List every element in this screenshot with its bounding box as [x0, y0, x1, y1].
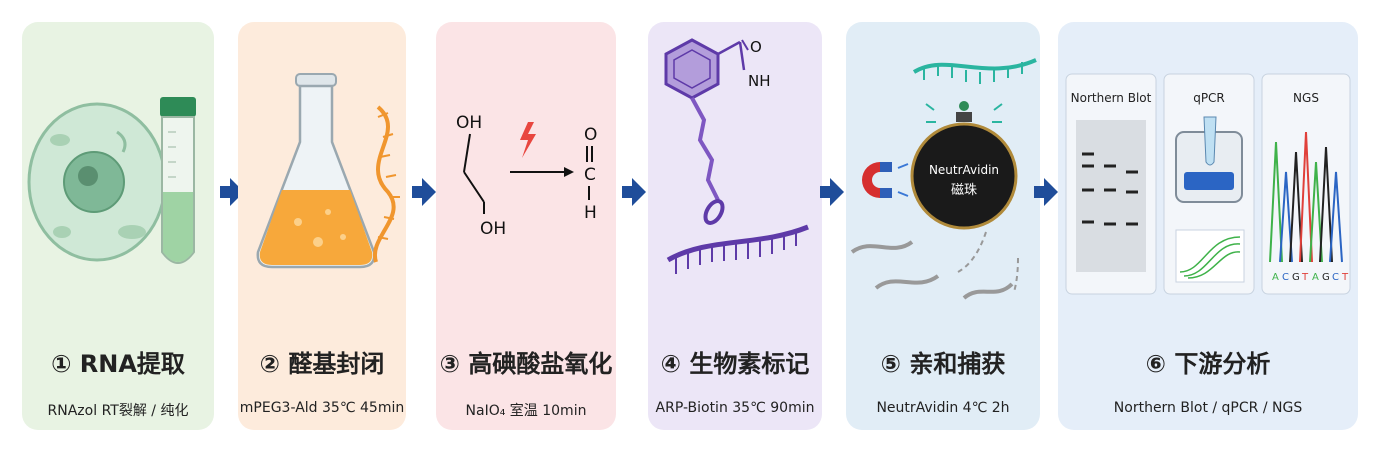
step-title: ② 醛基封闭 [259, 350, 385, 378]
c-label: C [584, 165, 596, 185]
flask-illustration [256, 73, 400, 269]
affinity-capture-illustration: NeutrAvidin 磁珠 [850, 58, 1037, 300]
h-label: H [584, 203, 597, 223]
sequence-base: C [1282, 272, 1289, 283]
oxidation-scheme: OH OH O C H [456, 113, 597, 239]
northern-blot-label: Northern Blot [1071, 91, 1152, 105]
amide-o-label: O [750, 38, 762, 56]
step-panel-2: ② 醛基封闭 mPEG3-Ald 35℃ 45min [238, 22, 406, 430]
magnet-icon [862, 162, 892, 198]
step-panel-3: OH OH O C H ③ 高碘酸盐氧化 NaIO₄ 室温 10min [436, 22, 616, 430]
ngs-label: NGS [1293, 91, 1319, 105]
sequence-base: C [1332, 272, 1339, 283]
sequence-base: T [1341, 272, 1349, 283]
step-subtitle: mPEG3-Ald 35℃ 45min [239, 400, 405, 416]
sequence-base: G [1292, 272, 1300, 283]
step-panel-5: NeutrAvidin 磁珠 ⑤ 亲和捕获 NeutrAvidin 4℃ 2h [846, 22, 1040, 430]
bead-sublabel: 磁珠 [951, 183, 977, 198]
sequence-base: G [1322, 272, 1330, 283]
flow-arrow-icon [220, 178, 244, 206]
lightning-icon [520, 122, 536, 158]
flow-arrow-icon [622, 178, 646, 206]
step-title: ① RNA提取 [51, 350, 185, 378]
flow-arrow-icon [412, 178, 436, 206]
nh-label: NH [748, 72, 771, 90]
step-panel-1: ① RNA提取 RNAzol RT裂解 / 纯化 [22, 22, 214, 430]
step-subtitle: NeutrAvidin 4℃ 2h [876, 400, 1010, 416]
cell-and-tube-illustration [27, 97, 196, 264]
flow-arrow-icon [1034, 178, 1058, 206]
tube-cap-icon [160, 97, 196, 117]
step-title: ⑤ 亲和捕获 [880, 350, 1006, 378]
step-subtitle: NaIO₄ 室温 10min [465, 403, 587, 419]
oh-top-label: OH [456, 113, 482, 133]
bead-label: NeutrAvidin [929, 163, 999, 177]
oh-bottom-label: OH [480, 219, 506, 239]
step-subtitle: RNAzol RT裂解 / 纯化 [47, 403, 189, 419]
qpcr-label: qPCR [1193, 91, 1225, 105]
qpcr-machine-icon [1175, 116, 1243, 203]
sequence-base: T [1301, 272, 1309, 283]
sequence-base: A [1312, 272, 1319, 283]
biotin-labeling-illustration: O NH [664, 38, 809, 274]
step-panel-4: O NH ④ 生物素标记 ARP-Biotin 35℃ 90min [648, 22, 822, 430]
step-title: ③ 高碘酸盐氧化 [439, 350, 613, 378]
sequence-base: A [1272, 272, 1279, 283]
step-title: ④ 生物素标记 [660, 350, 810, 378]
o-label: O [584, 125, 597, 145]
step-title: ⑥ 下游分析 [1145, 350, 1271, 378]
flow-arrow-icon [820, 178, 844, 206]
step-subtitle: Northern Blot / qPCR / NGS [1113, 400, 1303, 416]
step-subtitle: ARP-Biotin 35℃ 90min [655, 400, 815, 416]
